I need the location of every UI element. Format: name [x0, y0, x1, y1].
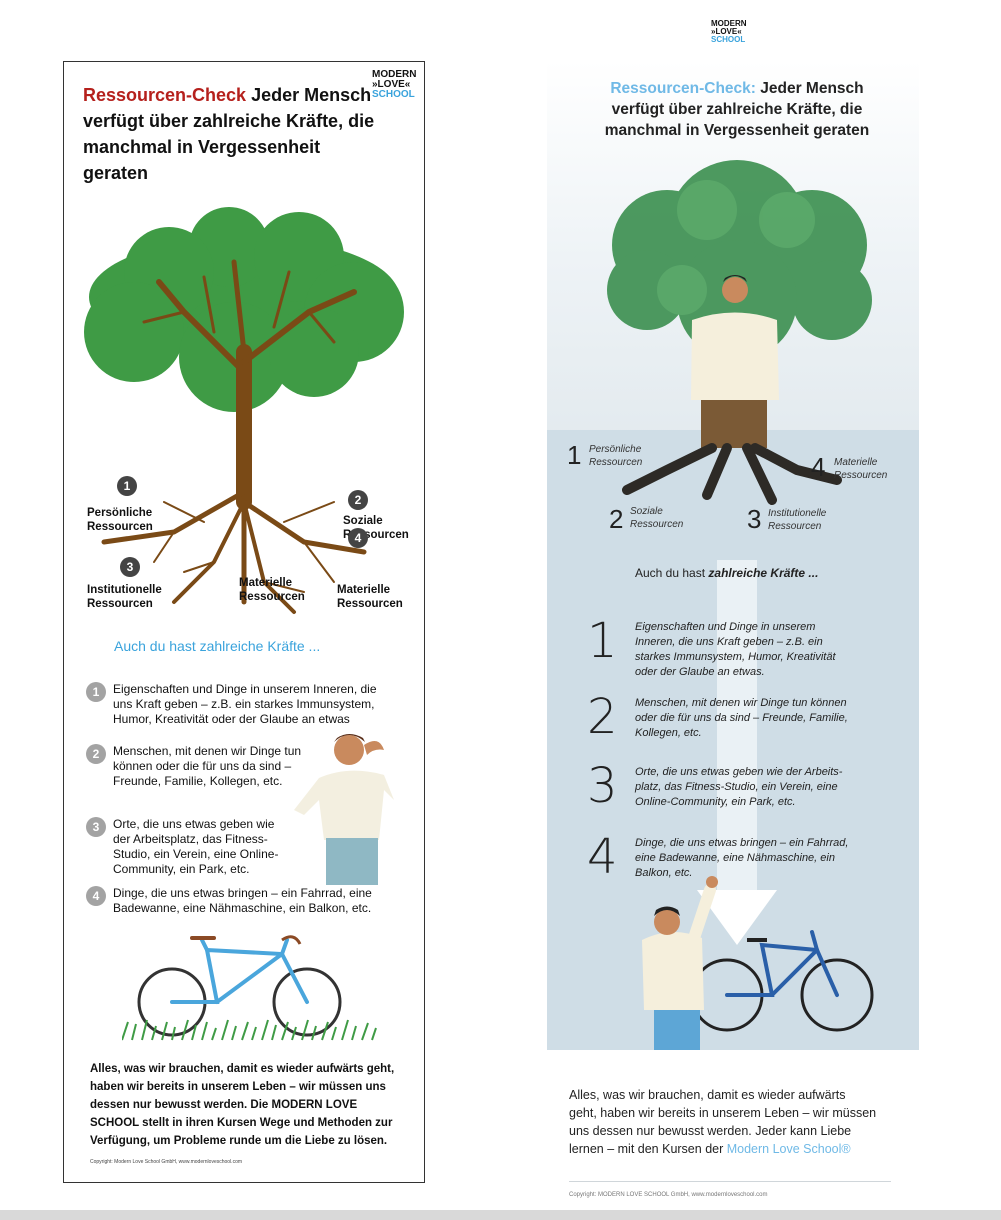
resource-number-3: 3: [120, 557, 140, 577]
poster-title: Ressourcen-Check Jeder Mensch verfügt üb…: [83, 82, 383, 186]
item-number: 2: [86, 744, 106, 764]
closing-text: Alles, was wir brauchen, damit es wieder…: [90, 1063, 395, 1147]
modern-love-school-logo: MODERN »LOVE« SCHOOL: [711, 19, 747, 44]
divider: [569, 1181, 891, 1182]
person-bicycle-illustration: [642, 876, 874, 1050]
modern-love-school-link[interactable]: Modern Love School®: [726, 1142, 851, 1156]
resource-number-2: 2: [348, 490, 368, 510]
copyright-text: Copyright: Modern Love School GmbH, www.…: [90, 1159, 243, 1165]
section-subtitle: Auch du hast zahlreiche Kräfte ...: [114, 638, 321, 654]
resource-number-4: 4: [811, 452, 826, 482]
item-text: Eigenschaften und Dinge in unserem Inner…: [113, 682, 377, 726]
bottom-edge-bar: [0, 1210, 1001, 1220]
down-arrow-graphic: [697, 560, 777, 945]
section-subtitle: Auch du hast zahlreiche Kräfte ...: [635, 566, 819, 580]
resource-number-4: 4: [348, 528, 368, 548]
tree-illustration: [84, 207, 404, 614]
left-poster: MODERN »LOVE« SCHOOL Ressourcen-Check Je…: [63, 61, 425, 1183]
right-poster: MODERN »LOVE« SCHOOL Ressourcen-Check: J…: [547, 0, 919, 1210]
resource-number-1: 1: [567, 440, 582, 470]
item-number: 1: [86, 682, 106, 702]
resource-number-2: 2: [609, 504, 624, 534]
item-number: 4: [86, 886, 106, 906]
modern-love-school-logo: MODERN »LOVE« SCHOOL: [372, 69, 417, 100]
closing-text: Alles, was wir brauchen, damit es wieder…: [569, 1088, 877, 1156]
tree-person-illustration: [607, 160, 872, 505]
man-illustration: [294, 734, 394, 885]
title-accent: Ressourcen-Check: [83, 85, 247, 105]
item-text: Dinge, die uns etwas bringen – ein Fahrr…: [113, 886, 372, 915]
item-number: 3: [86, 817, 106, 837]
poster-title: Ressourcen-Check: Jeder Mensch verfügt ü…: [604, 80, 870, 139]
resource-number-1: 1: [117, 476, 137, 496]
copyright-text: Copyright: MODERN LOVE SCHOOL GmbH, www.…: [569, 1192, 768, 1198]
resource-number-3: 3: [747, 504, 762, 534]
title-rest: Jeder Mensch verfügt über zahlreiche Krä…: [83, 85, 375, 183]
bicycle-illustration: [122, 935, 377, 1041]
